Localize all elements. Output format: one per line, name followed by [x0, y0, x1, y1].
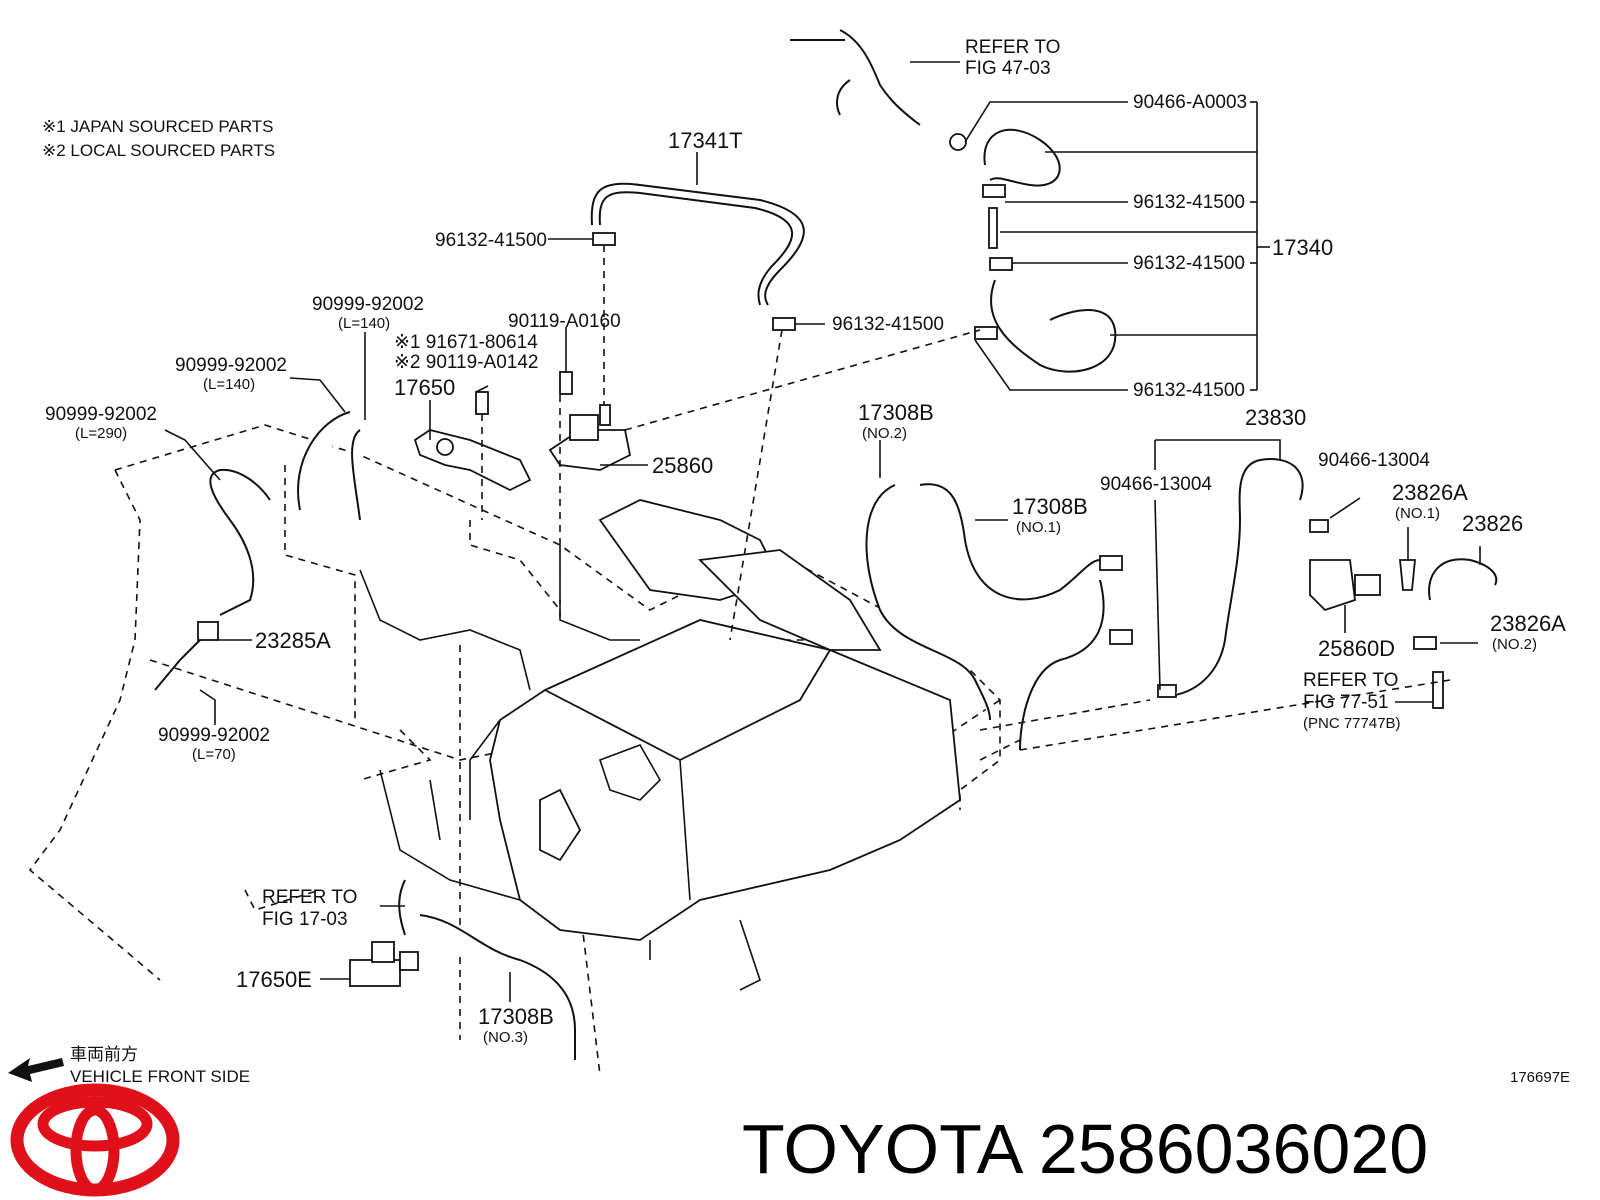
bracket-17650 — [413, 429, 532, 492]
label-90466-13004-b: 90466-13004 — [1100, 474, 1212, 495]
label-90466-13004-a: 90466-13004 — [1318, 450, 1430, 471]
label-23826A-no1-sub: (NO.1) — [1395, 505, 1440, 522]
vsv-25860 — [548, 404, 632, 471]
label-17308B-no1-sub: (NO.1) — [1016, 519, 1061, 536]
label-23830: 23830 — [1245, 405, 1306, 430]
front-arrow-icon — [8, 1058, 64, 1082]
label-17341T: 17341T — [668, 128, 743, 153]
guide-lines — [481, 245, 1451, 751]
toyota-logo — [10, 1083, 180, 1197]
clamps — [592, 133, 1437, 698]
figure-id: 176697E — [1510, 1069, 1570, 1086]
engine-block — [359, 499, 961, 991]
label-90999-1-length: (L=140) — [338, 315, 390, 332]
hoses-left — [154, 411, 361, 691]
hose-refer-47-03 — [790, 29, 921, 126]
note-local-sourced: ※2 LOCAL SOURCED PARTS — [42, 141, 275, 160]
label-refer-47-03-line2: FIG 47-03 — [965, 58, 1051, 79]
label-17308B-no3-sub: (NO.3) — [483, 1029, 528, 1046]
label-90999-3-length: (L=290) — [75, 425, 127, 442]
hose-17308B-no3 — [398, 879, 576, 1060]
leader-lines — [164, 61, 1481, 1002]
label-96132-d: 96132-41500 — [1133, 253, 1245, 274]
label-23826A-no1: 23826A — [1392, 480, 1468, 505]
label-17650E: 17650E — [236, 967, 312, 992]
hose-17308B-no1 — [919, 483, 1133, 751]
label-96132-c: 96132-41500 — [1133, 192, 1245, 213]
hose-17340-lower — [990, 279, 1117, 373]
label-17650: 17650 — [394, 375, 455, 400]
label-23826A-no2: 23826A — [1490, 611, 1566, 636]
label-25860: 25860 — [652, 453, 713, 478]
label-17308B-no1: 17308B — [1012, 494, 1088, 519]
label-refer-17-03-line2: FIG 17-03 — [262, 909, 348, 930]
vsv-17650E — [349, 941, 419, 987]
hose-17341T — [590, 182, 805, 306]
label-96132-a: 96132-41500 — [435, 230, 547, 251]
label-90999-3: 90999-92002 — [45, 404, 157, 425]
front-label-en: VEHICLE FRONT SIDE — [70, 1067, 250, 1086]
label-refer-77-51-line2: FIG 77-51 — [1303, 692, 1389, 713]
label-17308B-no3: 17308B — [478, 1004, 554, 1029]
label-90119-A0142: ※2 90119-A0142 — [394, 352, 538, 373]
label-90466-A0003: 90466-A0003 — [1133, 92, 1247, 113]
label-90999-2: 90999-92002 — [175, 355, 287, 376]
fitting-23285A — [197, 621, 219, 641]
hose-17308B-no2 — [865, 484, 991, 721]
label-91671-80614: ※1 91671-80614 — [394, 332, 538, 353]
label-25860D: 25860D — [1318, 636, 1395, 661]
vehicle-front-indicator: 車両前方 VEHICLE FRONT SIDE — [8, 1045, 250, 1086]
label-90999-4-length: (L=70) — [192, 746, 236, 763]
pipe-refer-77-51 — [1432, 671, 1444, 709]
label-23826A-no2-sub: (NO.2) — [1492, 636, 1537, 653]
part-labels: 17341T 96132-41500 96132-41500 96132-415… — [45, 37, 1566, 1046]
label-refer-77-51-line1: REFER TO — [1303, 670, 1398, 691]
label-refer-47-03-line1: REFER TO — [965, 37, 1060, 58]
bolts — [475, 371, 573, 415]
label-96132-e: 96132-41500 — [1133, 380, 1245, 401]
label-90999-2-length: (L=140) — [203, 376, 255, 393]
label-90119-A0160: 90119-A0160 — [508, 311, 621, 332]
notes: ※1 JAPAN SOURCED PARTS ※2 LOCAL SOURCED … — [42, 117, 275, 160]
label-refer-17-03-line1: REFER TO — [262, 887, 357, 908]
front-label-jp: 車両前方 — [70, 1045, 138, 1064]
brand-part-number: TOYOTA 2586036020 — [742, 1110, 1428, 1188]
label-23826: 23826 — [1462, 511, 1523, 536]
label-23285A: 23285A — [255, 628, 331, 653]
vsv-25860D — [1309, 559, 1381, 612]
label-90999-4: 90999-92002 — [158, 725, 270, 746]
hose-17340-upper — [983, 128, 1061, 187]
label-17340: 17340 — [1272, 235, 1333, 260]
label-refer-77-51-pnc: (PNC 77747B) — [1303, 715, 1401, 732]
label-17308B-no2-sub: (NO.2) — [862, 425, 907, 442]
label-90999-1: 90999-92002 — [312, 294, 424, 315]
label-96132-b: 96132-41500 — [832, 314, 944, 335]
note-japan-sourced: ※1 JAPAN SOURCED PARTS — [42, 117, 274, 136]
hose-23826 — [1399, 558, 1498, 601]
label-17308B-no2: 17308B — [858, 400, 934, 425]
hose-23830 — [1174, 458, 1304, 696]
